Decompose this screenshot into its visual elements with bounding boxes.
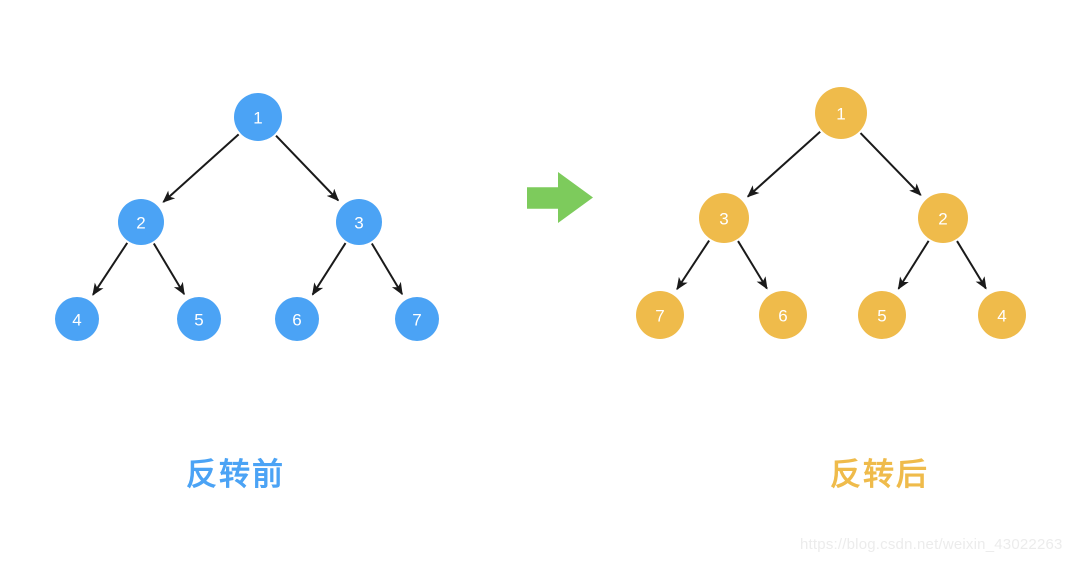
- after-tree-node-5: [858, 291, 906, 339]
- before-tree-node-label-5: 5: [194, 311, 203, 330]
- after-tree-node-6: [759, 291, 807, 339]
- transform-arrow: [527, 172, 593, 223]
- tree-edge: [897, 240, 930, 290]
- before-tree-node-label-6: 6: [292, 311, 301, 330]
- tree-edge: [152, 242, 185, 296]
- before-tree-node-6: [275, 297, 319, 341]
- before-tree-nodes: 1 2 3 4 5 6 7: [55, 93, 439, 341]
- tree-edge: [275, 135, 340, 202]
- after-tree-node-7: [636, 291, 684, 339]
- tree-edge: [746, 130, 821, 198]
- before-tree-node-label-2: 2: [136, 214, 145, 233]
- before-tree-node-label-7: 7: [412, 311, 421, 330]
- tree-edge: [737, 240, 768, 290]
- tree-edge: [859, 132, 922, 196]
- tree-edge: [92, 242, 129, 296]
- after-tree-node-label-4: 4: [997, 307, 1006, 326]
- after-tree-node-1: [815, 87, 867, 139]
- tree-edge: [370, 242, 403, 296]
- before-tree-node-label-3: 3: [354, 214, 363, 233]
- after-tree-node-label-7: 7: [655, 307, 664, 326]
- after-tree-node-label-5: 5: [877, 307, 886, 326]
- before-tree-node-2: [118, 199, 164, 245]
- before-tree-node-label-1: 1: [253, 109, 262, 128]
- tree-edge: [956, 240, 987, 290]
- right-block-arrow-icon: [527, 172, 593, 223]
- tree-edge: [162, 133, 240, 203]
- after-tree-nodes: 1 3 2 7 6 5 4: [636, 87, 1026, 339]
- before-tree-node-5: [177, 297, 221, 341]
- before-tree-node-7: [395, 297, 439, 341]
- watermark-text: https://blog.csdn.net/weixin_43022263: [800, 536, 1063, 553]
- before-tree-caption: 反转前: [186, 457, 285, 492]
- after-tree-node-2: [918, 193, 968, 243]
- after-tree-node-3: [699, 193, 749, 243]
- before-tree-node-4: [55, 297, 99, 341]
- after-tree-edges: [676, 130, 987, 291]
- after-tree-caption: 反转后: [830, 457, 929, 492]
- after-tree-node-label-1: 1: [836, 105, 845, 124]
- before-tree-node-label-4: 4: [72, 311, 81, 330]
- before-tree-node-1: [234, 93, 282, 141]
- after-tree-node-4: [978, 291, 1026, 339]
- before-tree-node-3: [336, 199, 382, 245]
- tree-edge: [311, 242, 347, 296]
- after-tree-node-label-3: 3: [719, 210, 728, 229]
- tree-edge: [676, 239, 710, 291]
- after-tree-node-label-6: 6: [778, 307, 787, 326]
- after-tree-node-label-2: 2: [938, 210, 947, 229]
- before-tree-edges: [92, 133, 403, 296]
